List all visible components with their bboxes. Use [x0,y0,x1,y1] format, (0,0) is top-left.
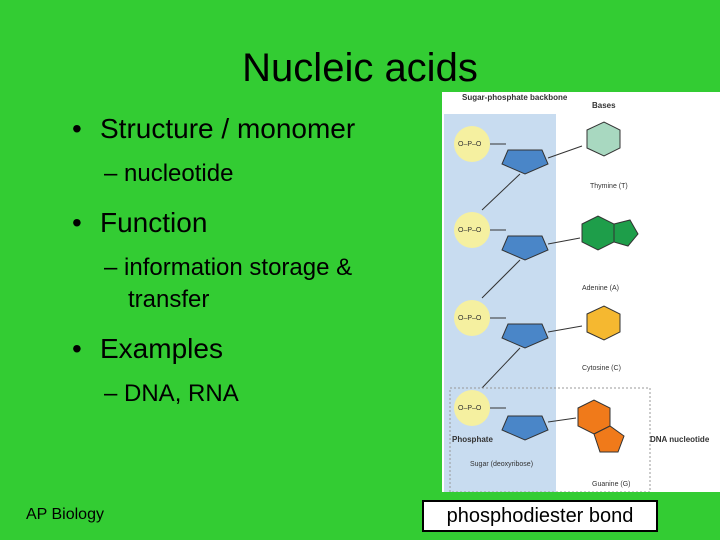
phosphate-1 [454,126,490,162]
base-thymine [586,121,621,157]
bullet-examples: Examples [72,332,422,366]
nucleotide-highlight-box [449,387,651,492]
phosphate-3 [454,300,490,336]
label-sugar: Sugar (deoxyribose) [470,461,533,468]
base-guanine-ring2 [593,425,625,453]
base-adenine-label: Adenine (A) [582,285,619,292]
caption-text: phosphodiester bond [446,505,634,527]
caption-box: phosphodiester bond [422,500,658,532]
phosphate-2 [454,212,490,248]
sugar-2 [501,235,549,261]
base-guanine-label: Guanine (G) [592,481,631,488]
base-adenine-ring2 [613,219,639,247]
slide-title: Nucleic acids [0,44,720,92]
nucleotide-cytosine: O–P–O Cytosine (C) [454,300,621,372]
header-backbone-text: Sugar-phosphate backbone [462,93,568,102]
nucleotide-guanine: O–P–O Phosphate Sugar (deoxyribose) DNA … [449,387,710,492]
header-backbone: Sugar-phosphate backbone [462,93,568,102]
nucleotide-adenine: O–P–O Adenine (A) [454,212,639,292]
dna-strand-illustration: Sugar-phosphate backbone Bases O–P–O Thy… [444,93,710,492]
base-cytosine-label: Cytosine (C) [582,365,621,372]
header-bases: Bases [592,101,616,110]
phosphate-3-text: O–P–O [458,315,482,322]
bullet-structure: Structure / monomer [72,112,422,146]
sub-bullet-information: – information storage & transfer [104,254,353,313]
sugar-1 [501,149,549,175]
nucleotide-diagram: Sugar-phosphate backbone Bases O–P–O Thy… [442,92,720,492]
base-adenine-ring1 [581,215,615,251]
phosphate-2-text: O–P–O [458,227,482,234]
footer-course: AP Biology [26,506,104,523]
label-phosphate: Phosphate [452,435,493,444]
sub-bullet-dna-rna: – DNA, RNA [104,380,239,407]
slide-title-text: Nucleic acids [242,46,478,90]
sugar-3 [501,323,549,349]
phosphate-4-text: O–P–O [458,405,482,412]
sub-bullet-nucleotide: – nucleotide [104,160,234,187]
bullet-list: Structure / monomer – nucleotide Functio… [72,112,422,410]
base-cytosine [586,305,621,341]
phosphate-4 [454,390,490,426]
base-thymine-label: Thymine (T) [590,183,628,190]
sugar-4 [501,415,549,441]
bullet-function: Function [72,206,422,240]
nucleotide-thymine: O–P–O Thymine (T) [454,121,628,190]
label-dna-nucleotide: DNA nucleotide [650,435,710,444]
phosphate-1-text: O–P–O [458,141,482,148]
